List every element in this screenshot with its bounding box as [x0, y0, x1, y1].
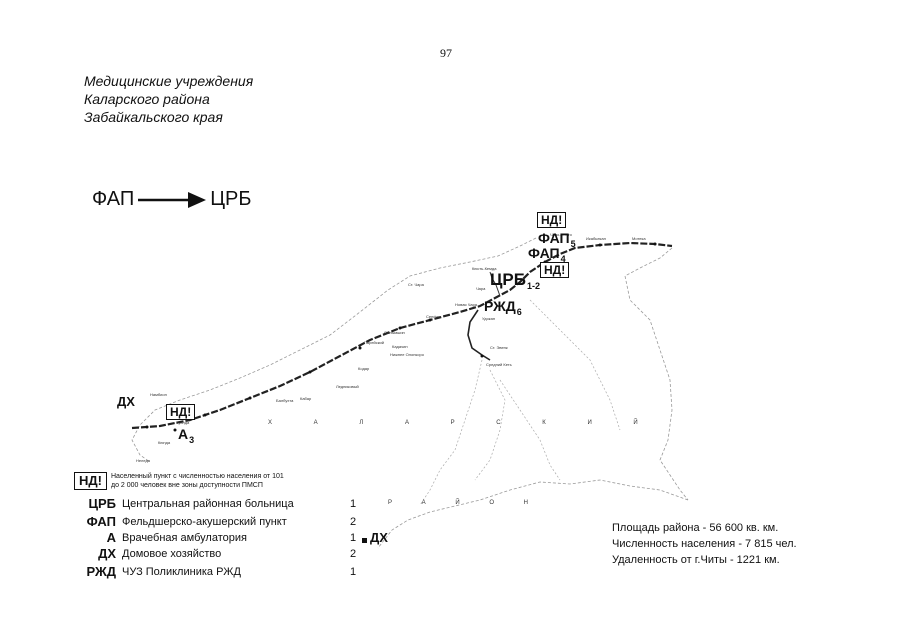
- legend-count: 2: [350, 547, 357, 560]
- region-label-2: Р А Й О Н: [388, 500, 542, 506]
- fap-marker-label: ФАП: [538, 230, 570, 246]
- legend-label: Врачебная амбулатория: [122, 531, 247, 544]
- fap-marker: ФАП4: [528, 245, 566, 264]
- legend-item: ЦРБ Центральная районная больница 1: [74, 496, 356, 511]
- legend-label: Центральная районная больница: [122, 497, 294, 510]
- village-label: Ледниковый: [336, 384, 359, 389]
- village-label: Кабар: [300, 396, 312, 401]
- stat-distance: Удаленность от г.Читы - 1221 км.: [612, 554, 780, 566]
- legend-item: ДХ Домовое хозяйство 2: [74, 546, 356, 561]
- village-label: Новая Чара: [455, 302, 478, 307]
- village-label: Неледа: [136, 458, 151, 463]
- fap-marker-number: 4: [560, 254, 566, 264]
- village-label: Чапо-Олого: [550, 232, 572, 237]
- village-label: Парейский: [364, 340, 385, 345]
- ambulatory-marker-number: 3: [189, 435, 195, 445]
- rzhd-marker-label: РЖД: [484, 298, 516, 314]
- village-label: Кюсть-Кемда: [472, 266, 497, 271]
- district-boundary-east: [624, 247, 689, 501]
- legend-item: ФАП Фельдшерско-акушерский пункт 2: [74, 514, 356, 529]
- village-label: Салымшин: [384, 330, 405, 335]
- village-label: Кадачин: [392, 344, 408, 349]
- legend-nd-desc-line1: Населенный пункт с численностью населени…: [110, 473, 284, 480]
- village-label: Куанда: [176, 420, 190, 425]
- title-line-3: Забайкальского края: [84, 109, 223, 125]
- fap-marker-label: ФАП: [528, 245, 560, 261]
- flow-arrow-icon: [138, 191, 207, 208]
- rzhd-marker: РЖД6: [484, 298, 522, 317]
- dh-marker: ДХ: [117, 394, 135, 409]
- flow-to: ЦРБ: [210, 188, 252, 210]
- legend-symbol: А: [106, 530, 116, 545]
- map-title: Медицинские учреждения Каларского района…: [84, 72, 253, 126]
- village-label: Мотека: [632, 236, 646, 241]
- legend-symbol: ЦРБ: [88, 496, 116, 511]
- village-label: Кюнда: [158, 440, 171, 445]
- ambulatory-marker: А3: [178, 426, 195, 445]
- legend-symbol: ДХ: [98, 546, 116, 561]
- nd-marker: НД!: [537, 212, 567, 228]
- main-road: [131, 241, 673, 430]
- village-label: Сенфан: [426, 314, 442, 319]
- legend-nd-desc-line2: до 2 000 человек вне зоны доступности ПМ…: [110, 482, 263, 489]
- district-boundary: [131, 237, 537, 463]
- district-boundary-south: [377, 479, 689, 549]
- legend-count: 1: [350, 565, 357, 578]
- legend-item: РЖД ЧУЗ Поликлиника РЖД 1: [74, 564, 356, 579]
- legend-nd-row: НД! Населенный пункт с численностью насе…: [74, 472, 284, 490]
- crb-marker-number: 1-2: [526, 281, 540, 291]
- fap-marker-number: 5: [570, 239, 576, 249]
- region-label-1: Х А Л А Р С К И Й: [268, 420, 658, 426]
- flow-from: ФАП: [92, 188, 135, 210]
- legend-symbol: ФАП: [86, 514, 116, 529]
- stat-area: Площадь района - 56 600 кв. км.: [612, 522, 779, 534]
- village-label: Чара: [476, 286, 486, 291]
- village-label: Ст. Эвенк: [490, 345, 508, 350]
- village-label: Средний Кеть: [486, 362, 512, 367]
- referral-flow: ФАП ЦРБ: [92, 188, 252, 211]
- title-line-1: Медицинские учреждения: [84, 73, 254, 89]
- village-label: Нижнее Олонкоро: [390, 352, 424, 357]
- district-stats: Площадь района - 56 600 кв. км. Численно…: [612, 520, 797, 568]
- crb-marker-label: ЦРБ: [490, 270, 526, 289]
- rzhd-marker-number: 6: [516, 307, 522, 317]
- legend-symbol: РЖД: [86, 564, 116, 579]
- title-line-2: Каларского района: [84, 91, 210, 107]
- nd-marker: НД!: [540, 262, 570, 278]
- dh-marker: ДХ: [370, 530, 388, 545]
- legend-label: Фельдшерско-акушерский пункт: [122, 515, 287, 528]
- legend-label: ЧУЗ Поликлиника РЖД: [122, 565, 241, 578]
- legend-count: 1: [350, 497, 357, 510]
- legend-count: 1: [350, 531, 357, 544]
- village-label: Икабьекан: [586, 236, 606, 241]
- village-label: Намбиоп: [150, 392, 167, 397]
- fap-marker: ФАП5: [538, 230, 576, 249]
- crb-marker: ЦРБ1-2: [490, 270, 540, 291]
- village-label: Ст. Чара: [408, 282, 424, 287]
- legend-item: А Врачебная амбулатория 1: [74, 530, 357, 545]
- village-label: Балбухта: [276, 398, 294, 403]
- village-label: Кодар: [358, 366, 370, 371]
- nd-marker: НД!: [166, 404, 196, 420]
- stat-population: Численность населения - 7 815 чел.: [612, 538, 797, 550]
- legend-count: 2: [350, 515, 357, 528]
- legend-label: Домовое хозяйство: [122, 547, 222, 560]
- page-number: 97: [440, 46, 452, 60]
- village-label: Удокан: [482, 316, 496, 321]
- ambulatory-marker-label: А: [178, 426, 189, 442]
- legend-nd-desc: Населенный пункт с численностью населени…: [111, 472, 284, 490]
- legend-nd-symbol: НД!: [74, 472, 107, 490]
